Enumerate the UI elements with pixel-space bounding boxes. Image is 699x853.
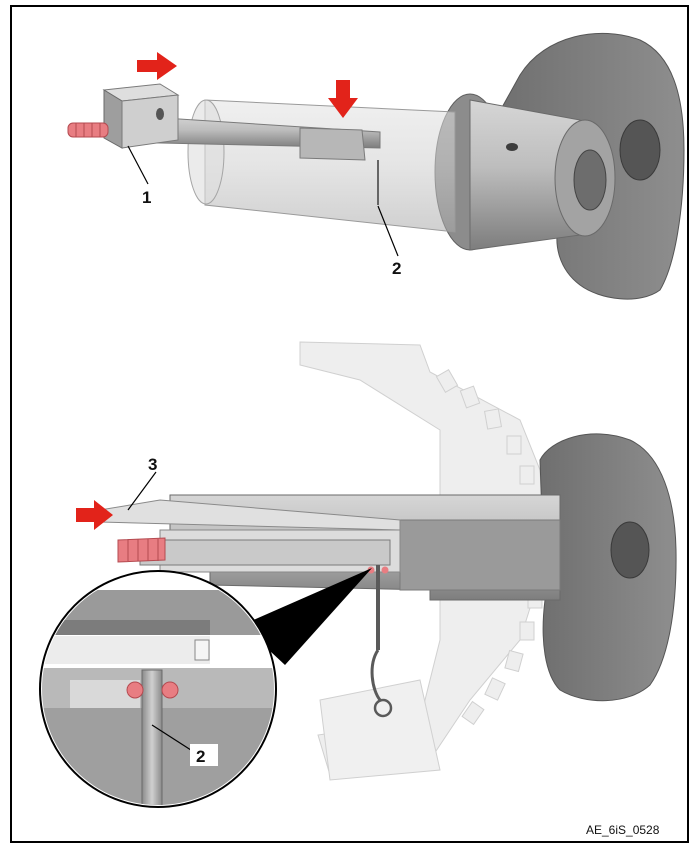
detail-seal-left: [126, 681, 144, 699]
bottom-arrow-right: [76, 500, 113, 530]
bottom-inner-rod: [139, 539, 391, 566]
bottom-pin-hook: [370, 649, 382, 701]
leader-1: [127, 145, 149, 185]
top-arrow-right: [137, 52, 177, 80]
detail-seal-right: [161, 681, 179, 699]
top-hub-bore: [573, 149, 607, 211]
callout-2-top: 2: [392, 259, 401, 278]
top-sleeve-front: [187, 99, 225, 205]
callout-3: 3: [148, 455, 157, 474]
leader-3: [127, 471, 157, 511]
magnifier-cone: [242, 568, 372, 665]
top-threaded-tip: [67, 122, 109, 138]
reference-code: AE_6iS_0528: [586, 823, 660, 837]
top-hub-oil-hole: [506, 143, 518, 151]
gear-teeth: [435, 369, 543, 726]
ghost-gear: [299, 341, 546, 781]
callout-2-detail: 2: [196, 747, 205, 766]
top-sleeve: [204, 99, 456, 233]
callout-1: 1: [142, 188, 151, 207]
leader-2-top: [377, 205, 399, 257]
bottom-flange-hole: [610, 521, 650, 579]
detail-rod: [42, 636, 210, 664]
top-arrow-down: [328, 80, 358, 118]
bottom-pin-ring: [373, 698, 393, 718]
bottom-view: 3: [76, 341, 677, 781]
bottom-seal-left: [367, 566, 375, 574]
detail-view: 2: [39, 570, 277, 808]
bottom-seal-right: [381, 566, 389, 574]
top-rod-tip: [299, 127, 366, 161]
leader-2-detail: [151, 724, 195, 753]
outer-border: [10, 5, 689, 843]
top-view: 1 2: [67, 32, 685, 300]
detail-pin: [141, 669, 163, 805]
bottom-flange: [539, 433, 677, 702]
top-flange-hole: [619, 119, 661, 181]
bottom-bore: [399, 519, 561, 591]
top-block-side: [121, 94, 179, 149]
bottom-threaded-tip: [117, 537, 166, 563]
top-block-hole: [156, 108, 164, 120]
